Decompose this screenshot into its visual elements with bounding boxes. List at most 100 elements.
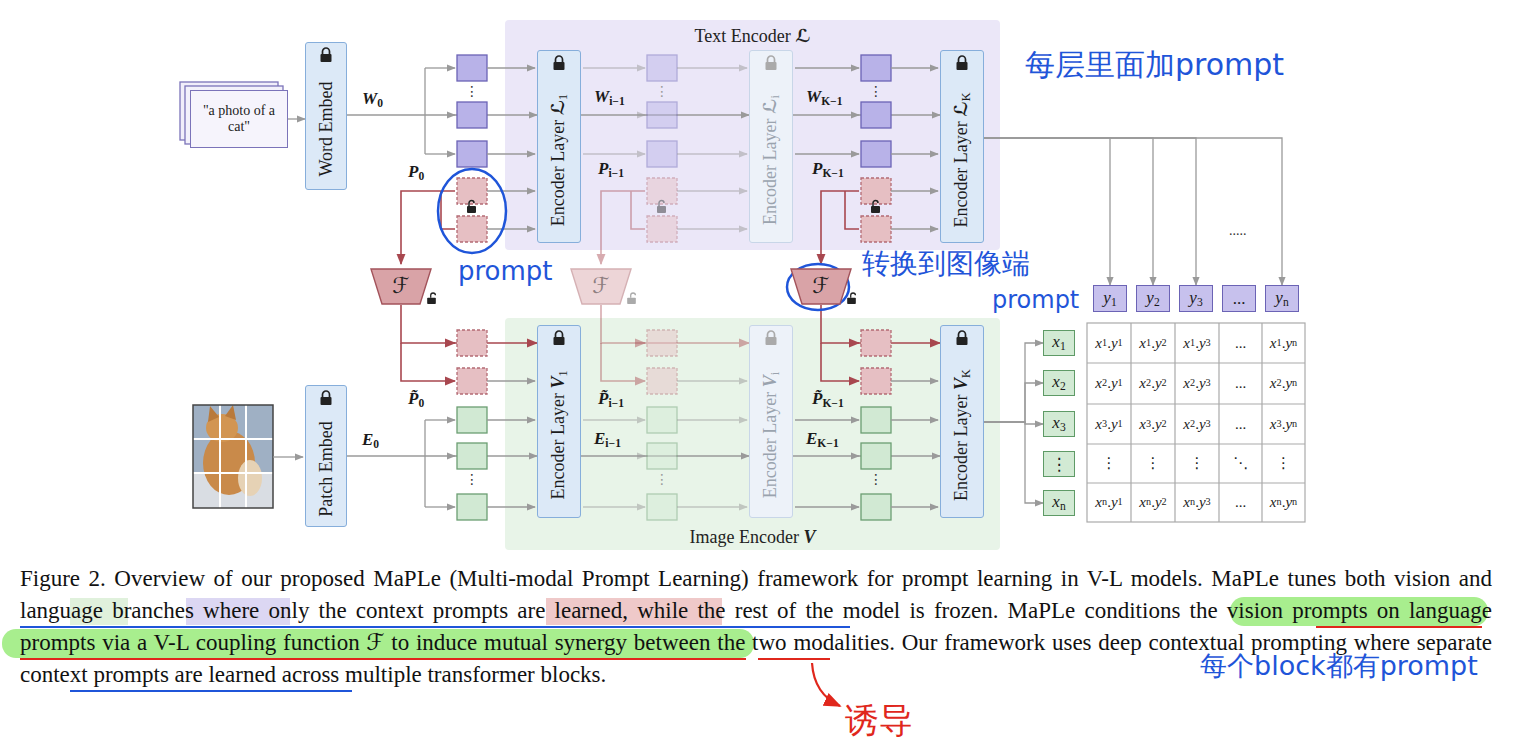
- prompt-token: [861, 216, 891, 242]
- token-column: [861, 55, 891, 520]
- embed-block: Patch Embed: [305, 385, 347, 527]
- subscript: 0: [418, 397, 424, 410]
- unlock-icon: [426, 292, 437, 305]
- photo-ground: [193, 405, 273, 508]
- symbol: y: [1111, 336, 1118, 351]
- wire: [677, 419, 747, 420]
- table-cell: xn.y3: [1175, 483, 1219, 522]
- wire: [891, 419, 938, 420]
- lock-body: [765, 337, 776, 345]
- subscript: n: [1292, 497, 1297, 507]
- subscript: 3: [1277, 419, 1282, 429]
- subscript: 1: [1118, 497, 1123, 507]
- lock-icon: [319, 390, 333, 406]
- prompt-token: [861, 330, 891, 356]
- node-text: Patch Embed: [317, 421, 335, 516]
- text-part: .: [1151, 376, 1155, 391]
- text-part: .: [1107, 417, 1111, 432]
- prompt-wire: [821, 191, 859, 264]
- prompt-token: [647, 216, 677, 242]
- subscript: n: [1060, 500, 1066, 513]
- text-part: .: [1195, 336, 1199, 351]
- ellipsis-mark: ⋮: [869, 473, 883, 487]
- wire: [637, 455, 645, 456]
- lock-shackle: [851, 293, 856, 298]
- table-cell: ...: [1219, 483, 1262, 522]
- subscript: i: [768, 371, 782, 374]
- wire: [891, 153, 938, 154]
- wire: [851, 114, 859, 115]
- lock-shackle: [555, 56, 562, 63]
- symbol: y: [1155, 336, 1162, 351]
- prompt-wire: [851, 342, 859, 344]
- wire: [677, 228, 747, 229]
- connector: [347, 455, 537, 456]
- annotation-underline: [758, 658, 830, 660]
- wire: [677, 67, 747, 68]
- text-encoder-ground: [505, 20, 1000, 250]
- symbol: y: [1285, 336, 1292, 351]
- node-text: y2: [1146, 289, 1159, 309]
- table-cell: x1.yn: [1262, 323, 1305, 363]
- node-text: y3: [1189, 289, 1202, 309]
- text-feature: y1: [1093, 285, 1127, 312]
- image-encoder-ground: [505, 318, 1000, 550]
- lock-shackle: [631, 293, 636, 298]
- text-part: ⋮: [1276, 456, 1291, 471]
- symbol: x: [1139, 376, 1146, 391]
- prompt-wire: [401, 191, 455, 264]
- connector: [984, 422, 1043, 503]
- wire: [677, 153, 747, 154]
- prompt-token: [861, 368, 891, 394]
- text-part: ...: [1235, 376, 1246, 391]
- connector: [984, 383, 1043, 422]
- table-cell: xn.y2: [1131, 483, 1175, 522]
- node-text: ℱ: [592, 273, 609, 299]
- wire: [795, 419, 859, 420]
- image-token: [457, 443, 487, 469]
- node-text: x2: [1052, 373, 1065, 393]
- subscript: 1: [556, 93, 570, 99]
- unlock-icon: [467, 201, 476, 214]
- lock-icon: [319, 47, 333, 63]
- subscript: 3: [1206, 497, 1211, 507]
- symbol: P̃: [812, 389, 822, 408]
- matrix-frame: [1087, 323, 1305, 522]
- wire: [425, 419, 455, 420]
- text-feature: yn: [1265, 285, 1299, 312]
- encoder-layer: Encoder Layer ℒK: [940, 50, 984, 243]
- table-cell: x3.y2: [1131, 404, 1175, 444]
- image-feature: ⋮: [1043, 451, 1075, 477]
- text-part: ...: [1235, 417, 1246, 432]
- wire: [487, 153, 535, 154]
- symbol: y: [1155, 495, 1162, 510]
- subscript: 3: [1060, 421, 1066, 434]
- token-wires: [425, 68, 535, 507]
- ellipsis-mark: ⋮: [655, 85, 669, 99]
- prompt-token: [457, 216, 487, 242]
- handwritten-note: 转换到图像端: [862, 250, 1030, 278]
- handwritten-note: 每个block都有prompt: [1200, 652, 1478, 679]
- ellipsis-mark: ⋮: [869, 85, 883, 99]
- table-cell: x3.y1: [1087, 404, 1131, 444]
- node-text: Text Encoder ℒ: [694, 27, 810, 45]
- text-feature: ...: [1222, 285, 1256, 312]
- subscript: 0: [377, 97, 383, 110]
- subscript: 1: [1118, 338, 1123, 348]
- annotation-underline: [20, 626, 850, 628]
- subscript: K: [959, 92, 973, 101]
- symbol: ℒ: [547, 99, 567, 114]
- node-text: xn: [1052, 493, 1065, 513]
- text-part: .: [1151, 336, 1155, 351]
- wire: [795, 506, 859, 507]
- encoder-layer: Encoder Layer Vi: [749, 325, 793, 518]
- lock-body: [553, 62, 564, 70]
- symbol: ℱ: [392, 273, 409, 298]
- subscript: 2: [1060, 380, 1066, 393]
- node-text: Encoder Layer Vi: [760, 371, 781, 497]
- lock-shackle: [873, 201, 878, 207]
- signal-name: Ei−1: [594, 430, 621, 450]
- text-part: .: [1195, 495, 1199, 510]
- table-cell: ...: [1219, 404, 1262, 444]
